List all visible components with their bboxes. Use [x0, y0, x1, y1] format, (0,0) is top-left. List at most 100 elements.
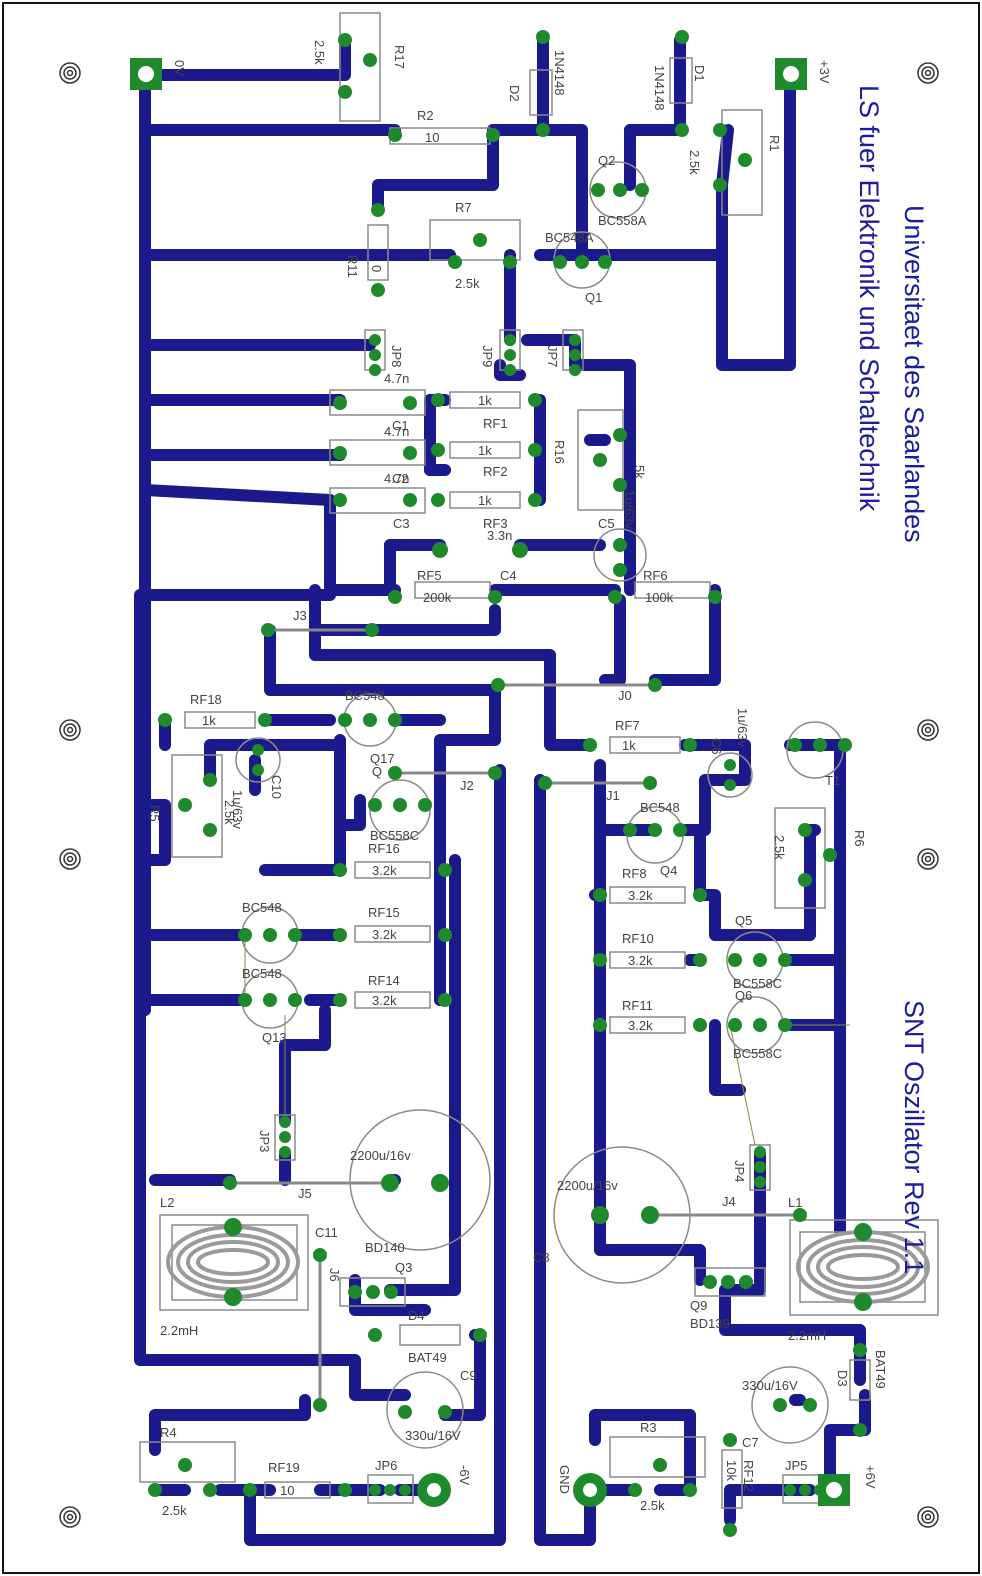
label-C10-val: 1u/63v [230, 790, 245, 830]
component-labels: 0V +3V -6V GND +6V R17 2.5k D2 1N4148 D1… [147, 40, 888, 1518]
label-RF16-val: 3.2k [372, 863, 397, 878]
label-JP8: JP8 [389, 345, 404, 367]
label-RF12: RF12 [741, 1460, 756, 1492]
label-C9-val: 330u/16V [405, 1428, 461, 1443]
label-BC548-a: BC548 [242, 900, 282, 915]
label-R4-val: 2.5k [162, 1503, 187, 1518]
label-JP7: JP7 [545, 345, 560, 367]
label-RF3: RF3 [483, 516, 508, 531]
terminal-pads [130, 58, 850, 1507]
label-R16-val: 5k [632, 465, 647, 479]
label-RF5: RF5 [417, 568, 442, 583]
label-Q5-val: BC558C [733, 976, 782, 991]
label-C3-val: 4.7n [384, 471, 409, 486]
label-minus-6v: -6V [457, 1465, 472, 1486]
label-C1: C1 [392, 418, 409, 433]
title-board: SNT Oszillator Rev 1.1 [899, 1000, 929, 1274]
label-RF1: RF1 [483, 416, 508, 431]
label-D2-val: 1N4148 [552, 50, 567, 96]
label-RF1-val: 1k [478, 393, 492, 408]
label-JP4: JP4 [732, 1160, 747, 1182]
label-D4-val: BAT49 [408, 1350, 447, 1365]
label-R1: R1 [767, 135, 782, 152]
label-C5-val: 1u/63v [622, 490, 637, 530]
label-JP9: JP9 [480, 345, 495, 367]
label-Q: Q [372, 764, 382, 779]
mounting-holes [59, 62, 939, 1528]
label-C3: C3 [393, 516, 410, 531]
label-RF14-val: 3.2k [372, 993, 397, 1008]
label-R6-val: 2.5k [772, 835, 787, 860]
label-J0: J0 [618, 688, 632, 703]
label-C2200-a: 2200u/16v [350, 1148, 411, 1163]
label-JP5: JP5 [785, 1458, 807, 1473]
label-R7-val: 2.5k [455, 276, 480, 291]
label-RF16: RF16 [368, 841, 400, 856]
label-L1: L1 [788, 1195, 802, 1210]
label-Q13: Q13 [262, 1030, 287, 1045]
label-R4: R4 [160, 1425, 177, 1440]
label-RF15: RF15 [368, 905, 400, 920]
label-R3-val: 2.5k [640, 1498, 665, 1513]
label-RF11: RF11 [622, 998, 653, 1013]
label-R1-val: 2.5k [687, 150, 702, 175]
label-RF2-val: 1k [478, 443, 492, 458]
title-department: LS fuer Elektronik und Schaltechnik [854, 85, 884, 512]
label-RF18-val: 1k [202, 713, 216, 728]
thin-wires [244, 935, 850, 1146]
label-C2: C2 [392, 471, 409, 486]
label-Q6-val: BC558C [733, 1046, 782, 1061]
label-R5-val: 2.5k [222, 800, 237, 825]
label-RF14: RF14 [368, 973, 400, 988]
label-L2-val: 2.2mH [160, 1323, 198, 1338]
label-J2: J2 [460, 778, 474, 793]
label-RF12-val: 10k [724, 1460, 739, 1481]
label-C5: C5 [598, 516, 615, 531]
label-Q4-val: BC548 [640, 800, 680, 815]
label-RF5-val: 200k [423, 590, 452, 605]
label-D4: D4 [408, 1308, 425, 1323]
label-Q9: Q9 [690, 1298, 707, 1313]
label-C6: C6 [709, 738, 724, 755]
label-Q6: Q6 [735, 988, 752, 1003]
component-pads [148, 30, 872, 1537]
label-R3: R3 [640, 1420, 657, 1435]
title-university: Universitaet des Saarlandes [899, 205, 929, 543]
label-C8: C8 [533, 1250, 550, 1265]
label-gnd: GND [557, 1465, 572, 1494]
label-BC548-b: BC548 [242, 966, 282, 981]
label-RF10-val: 3.2k [628, 953, 653, 968]
label-C6-val: 1u/63v [735, 708, 750, 748]
label-RF2: RF2 [483, 464, 508, 479]
label-RF15-val: 3.2k [372, 927, 397, 942]
label-D3-val: BAT49 [873, 1350, 888, 1389]
label-zero-v: 0V [172, 60, 187, 76]
label-Q9-val: BD139 [690, 1316, 730, 1331]
label-L2: L2 [160, 1195, 174, 1210]
label-J5: J5 [298, 1186, 312, 1201]
label-R2: R2 [417, 108, 434, 123]
label-C9: C9 [460, 1368, 477, 1383]
label-plus-3v: +3V [817, 60, 832, 84]
label-Q1: Q1 [585, 290, 602, 305]
label-D3: D3 [835, 1370, 850, 1387]
label-Q2-val: BC558A [598, 213, 647, 228]
label-Q4: Q4 [660, 863, 677, 878]
label-C10: C10 [269, 775, 284, 799]
label-RF19: RF19 [268, 1460, 300, 1475]
board-titles: Universitaet des Saarlandes LS fuer Elek… [854, 85, 929, 1274]
label-R7: R7 [455, 200, 472, 215]
label-D1-val: 1N4148 [652, 65, 667, 111]
label-C4: C4 [500, 568, 517, 583]
label-C2-val: 4.7n [384, 424, 409, 439]
label-D2: D2 [507, 85, 522, 102]
label-C4-val: 3.3n [487, 528, 512, 543]
label-R2-val: 10 [425, 130, 439, 145]
label-RF6-val: 100k [645, 590, 674, 605]
label-RF7: RF7 [615, 718, 640, 733]
label-C2200-b: 2200u/16v [557, 1178, 618, 1193]
label-RF10: RF10 [622, 931, 654, 946]
label-R17-val: 2.5k [312, 40, 327, 65]
